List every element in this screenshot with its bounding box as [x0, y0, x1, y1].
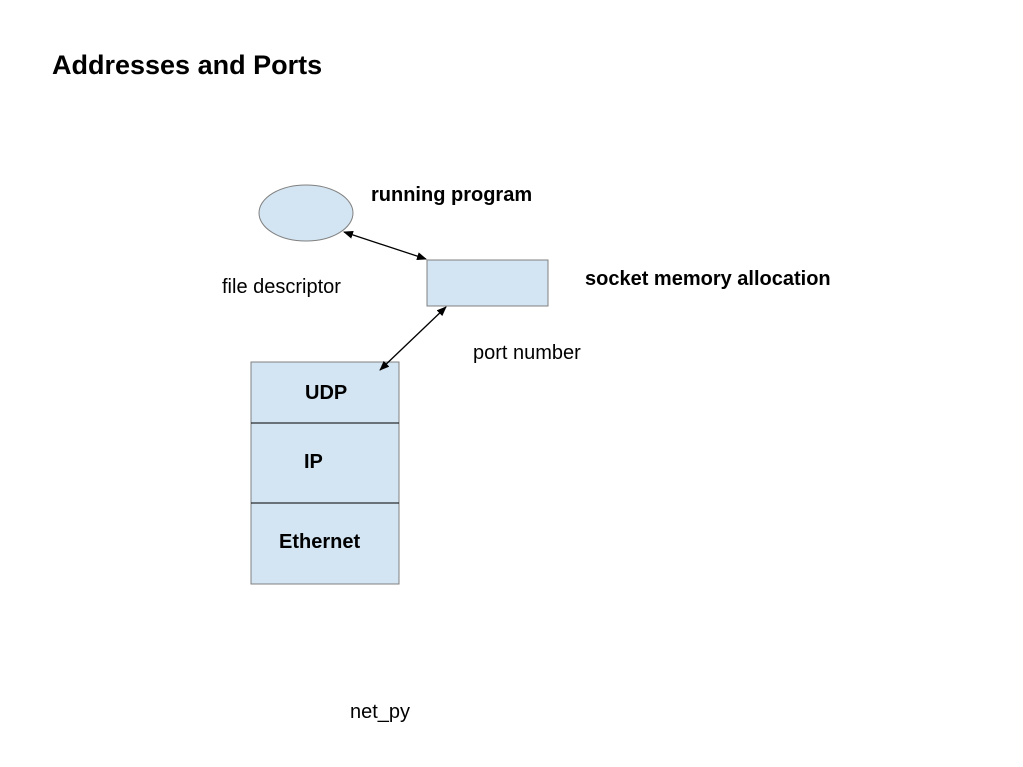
- file-descriptor-arrow: [343, 231, 427, 260]
- running-program-ellipse: [258, 184, 354, 242]
- file-descriptor-label: file descriptor: [222, 276, 341, 298]
- protocol-stack-box: [250, 361, 400, 585]
- stack-layer-ip: IP: [304, 451, 323, 473]
- stack-layer-udp: UDP: [305, 382, 348, 404]
- slide-title: Addresses and Ports: [52, 50, 323, 80]
- running-program-label: running program: [371, 184, 533, 206]
- footer-label: net_py: [350, 701, 411, 723]
- stack-layer-ethernet: Ethernet: [279, 531, 361, 553]
- socket-box: [426, 259, 549, 307]
- port-number-arrow: [379, 306, 447, 371]
- port-number-label: port number: [473, 342, 581, 364]
- socket-memory-allocation-label: socket memory allocation: [585, 268, 831, 290]
